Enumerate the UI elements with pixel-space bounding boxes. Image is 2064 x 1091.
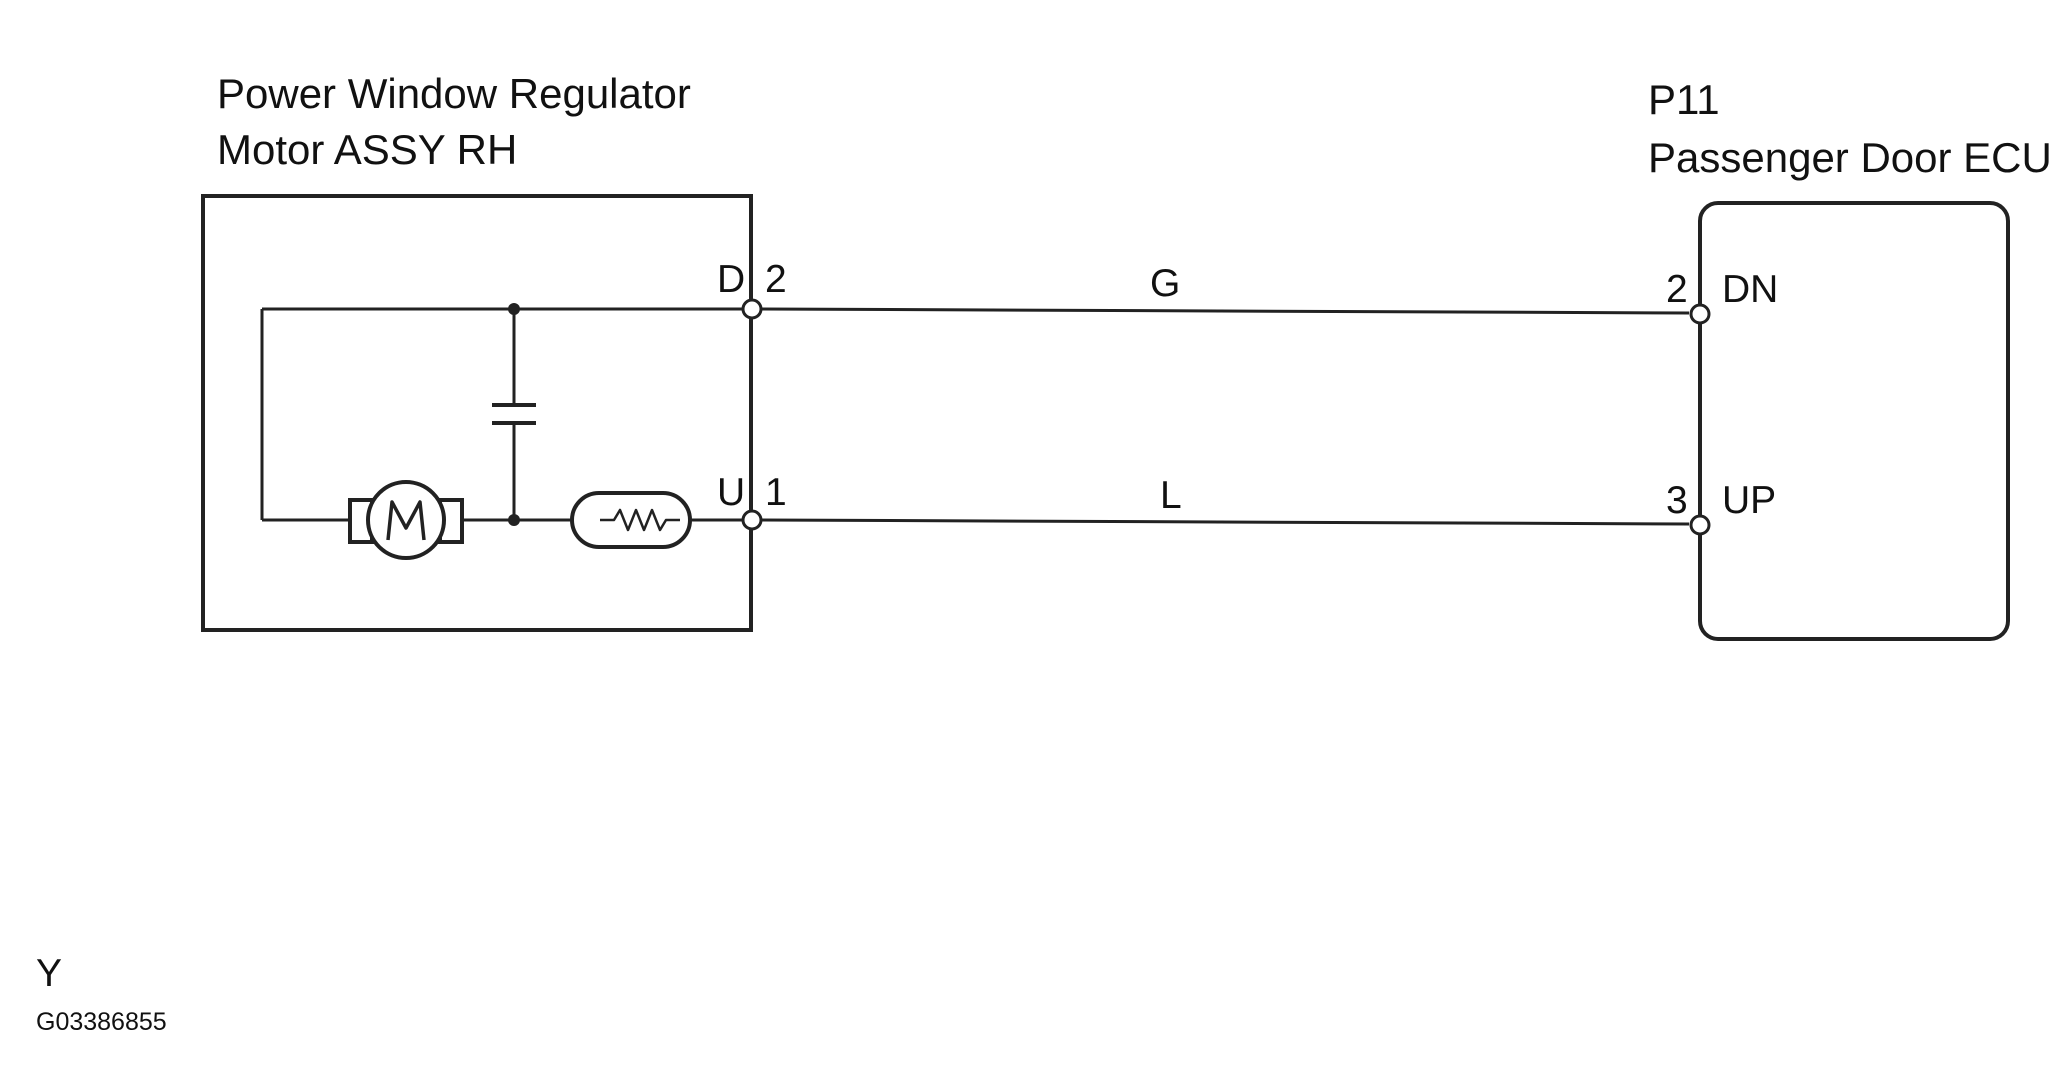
ecu-pin-dn-number: 2	[1666, 268, 1688, 311]
motor-assy-title-line1: Power Window Regulator	[217, 70, 691, 117]
motor-pin-u-terminal	[741, 509, 763, 531]
junction-dot-bottom	[508, 514, 520, 526]
motor-icon	[348, 480, 464, 560]
motor-assy-title-line2: Motor ASSY RH	[217, 126, 517, 173]
figure-code: G03386855	[36, 1008, 167, 1036]
motor-pin-d-terminal	[741, 298, 763, 320]
junction-dot-top	[508, 303, 520, 315]
motor-pin-u-name: U	[717, 471, 745, 514]
motor-pin-d-name: D	[717, 258, 745, 301]
ecu-pin-dn-name: DN	[1722, 268, 1778, 311]
ecu-title: Passenger Door ECU	[1648, 134, 2052, 181]
motor-assy-box	[201, 194, 753, 632]
ecu-pin-up-terminal	[1689, 514, 1711, 536]
ptc-thermistor-icon	[570, 491, 692, 549]
wire-l-color-label: L	[1160, 474, 1182, 517]
ecu-box	[1698, 201, 2010, 641]
wire-l	[760, 518, 1690, 526]
ecu-connector-code: P11	[1648, 76, 1720, 123]
wire-g	[760, 307, 1690, 315]
wire-g-color-label: G	[1150, 262, 1180, 305]
ecu-pin-up-number: 3	[1666, 479, 1688, 522]
capacitor-icon	[492, 403, 536, 425]
motor-pin-d-number: 2	[765, 258, 787, 301]
footer-marker: Y	[36, 952, 62, 995]
ecu-pin-dn-terminal	[1689, 303, 1711, 325]
ecu-pin-up-name: UP	[1722, 479, 1776, 522]
motor-pin-u-number: 1	[765, 471, 787, 514]
